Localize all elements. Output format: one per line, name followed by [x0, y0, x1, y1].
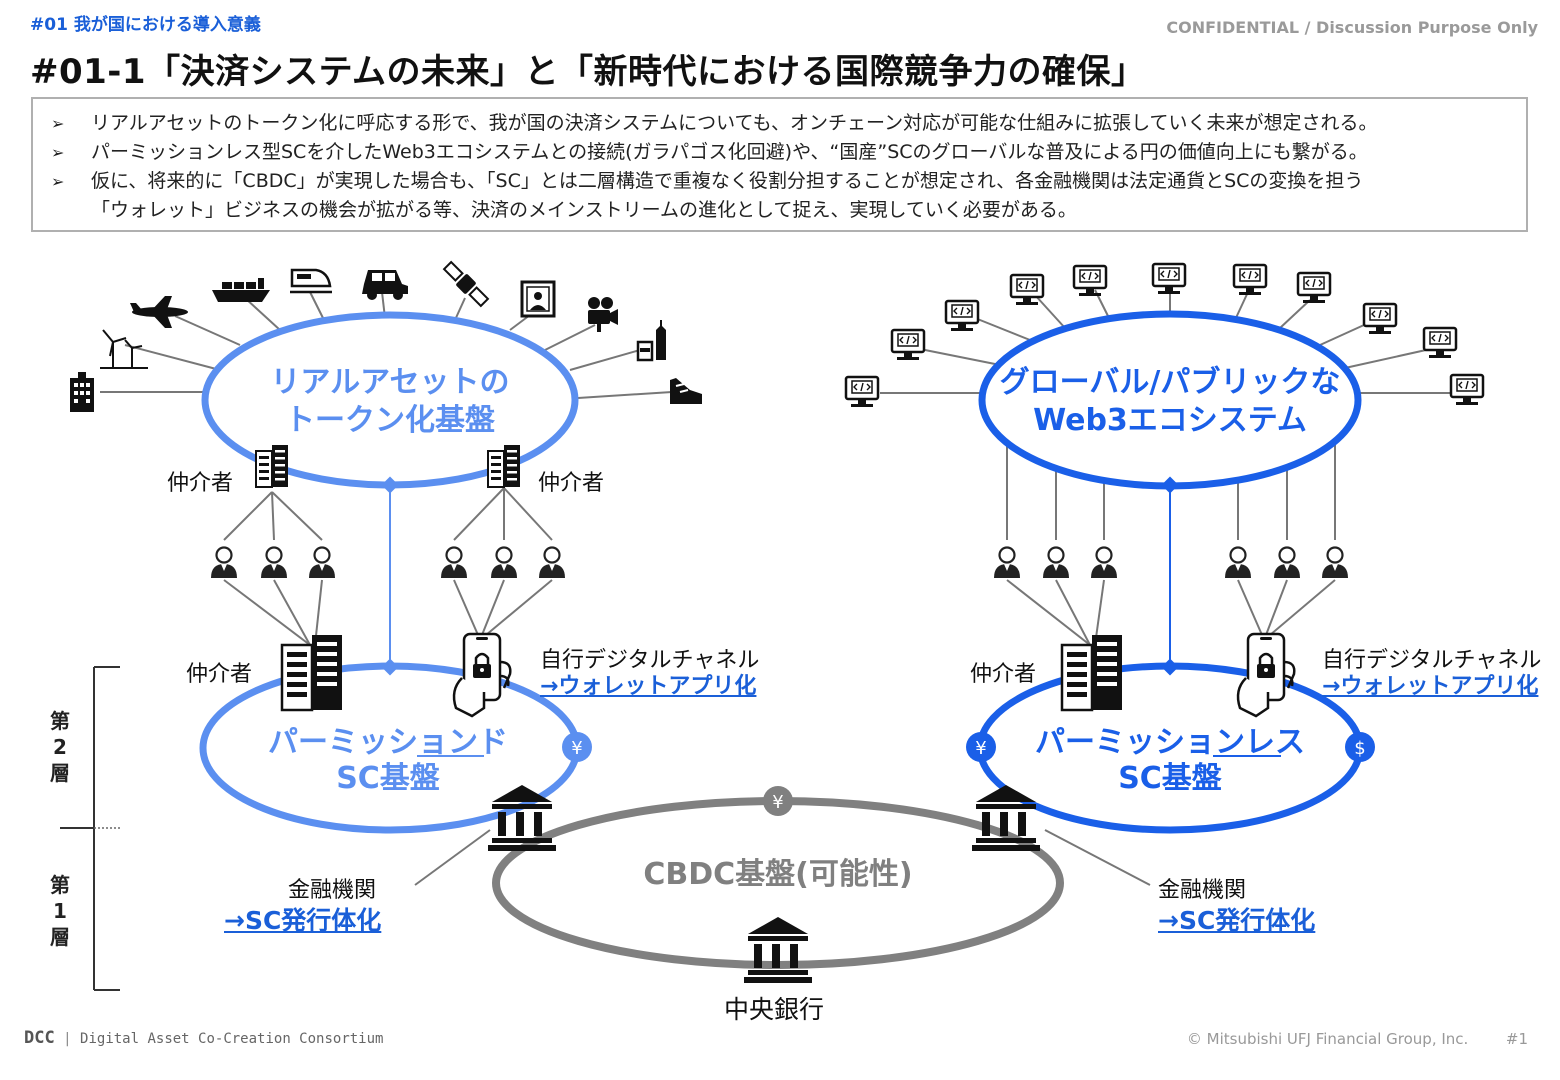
confidential-label: CONFIDENTIAL / Discussion Purpose Only — [1166, 18, 1538, 37]
satellite-icon — [442, 260, 490, 308]
digital-channel-label: 自行デジタルチャネル — [1322, 648, 1542, 673]
summary-bullet-3: ➢ 仮に、将来的に「CBDC」が実現した場合も、「SC」とは二層構造で重複なく役… — [51, 167, 1510, 196]
car-icon — [362, 270, 408, 300]
wallet-app-link: →ウォレットアプリ化 — [540, 674, 757, 699]
computer-code-icon — [944, 299, 980, 333]
computer-code-icon — [890, 328, 926, 362]
office-building-icon — [1060, 633, 1124, 712]
summary-bullet-2: ➢ パーミッションレス型SCを介したWeb3エコシステムとの接続(ガラパゴス化回… — [51, 138, 1510, 167]
web3-ring-label-1: グローバル/パブリックな — [1000, 365, 1341, 400]
permissionless-ring-label-2: SC基盤 — [1118, 761, 1222, 796]
permissioned-ring-label-2: SC基盤 — [336, 761, 440, 796]
web3-ring-label-2: Web3エコシステム — [1033, 403, 1307, 438]
person-icon — [307, 546, 337, 580]
cargo-ship-icon — [212, 278, 270, 302]
page-number: #1 — [1505, 1030, 1528, 1048]
person-icon — [209, 546, 239, 580]
portrait-frame-icon — [520, 280, 556, 318]
summary-bullet-1: ➢ リアルアセットのトークン化に呼応する形で、我が国の決済システムについても、オ… — [51, 109, 1510, 138]
computer-code-icon — [1422, 326, 1458, 360]
person-icon — [1272, 546, 1302, 580]
right-connections — [1006, 440, 1336, 646]
computer-code-icon — [1151, 262, 1187, 296]
copyright: © Mitsubishi UFJ Financial Group, Inc. #… — [1186, 1030, 1528, 1048]
bullet-marker: ➢ — [51, 114, 65, 133]
airplane-icon — [130, 296, 188, 328]
yen-badge: ¥ — [763, 786, 793, 816]
web3-ring — [978, 310, 1362, 490]
wind-turbine-icon — [100, 329, 148, 369]
movie-camera-icon — [588, 297, 618, 332]
intermediary-label: 仲介者 — [538, 471, 605, 496]
consortium-name: Digital Asset Co-Creation Consortium — [80, 1031, 384, 1047]
svg-text:¥: ¥ — [571, 738, 582, 759]
office-tower-icon — [70, 372, 94, 412]
real-asset-ring-label-2: トークン化基盤 — [285, 403, 495, 438]
person-icon — [1320, 546, 1350, 580]
real-asset-ring-label-1: リアルアセットの — [270, 365, 509, 400]
person-icon — [259, 546, 289, 580]
computer-code-icon — [1009, 273, 1045, 307]
central-bank-label: 中央銀行 — [724, 995, 825, 1024]
central-bank-icon — [744, 917, 812, 983]
svg-text:¥: ¥ — [772, 792, 783, 813]
financial-institution-label: 金融機関 — [288, 878, 377, 903]
person-icon — [1041, 546, 1071, 580]
office-building-icon — [255, 444, 289, 488]
permissionless-ring-label-1: パーミッションレス — [1035, 725, 1305, 760]
diamond-connector — [1161, 476, 1179, 494]
footer-logo: DCC | Digital Asset Co-Creation Consorti… — [24, 1028, 384, 1048]
beverages-icon — [636, 320, 666, 362]
svg-text:¥: ¥ — [975, 738, 986, 759]
person-icon — [1223, 546, 1253, 580]
cbdc-ring-label: CBDC基盤(可能性) — [643, 857, 912, 892]
computer-code-icon — [1449, 373, 1485, 407]
office-building-icon — [487, 444, 521, 488]
person-icon — [439, 546, 469, 580]
person-icon — [537, 546, 567, 580]
summary-box: ➢ リアルアセットのトークン化に呼応する形で、我が国の決済システムについても、オ… — [31, 97, 1528, 232]
left-connections — [223, 487, 553, 646]
summary-bullet-3-cont: 「ウォレット」ビジネスの機会が拡がる等、決済のメインストリームの進化として捉え、… — [91, 199, 1077, 221]
page-title: #01-1「決済システムの未来」と「新時代における国際競争力の確保」 — [30, 52, 1146, 92]
computer-code-icon — [1296, 271, 1332, 305]
diamond-connector — [381, 476, 399, 494]
digital-channel-label: 自行デジタルチャネル — [540, 648, 760, 673]
bank-icon — [972, 785, 1040, 851]
real-asset-spokes — [100, 291, 673, 399]
diamond-connector — [381, 658, 399, 676]
sc-issuer-link: →SC発行体化 — [1158, 906, 1316, 935]
dcc-logo: DCC — [24, 1028, 55, 1048]
dollar-badge: $ — [1345, 732, 1375, 762]
diamond-connector — [1161, 658, 1179, 676]
web3-spokes — [880, 288, 1462, 394]
person-icon — [992, 546, 1022, 580]
yen-badge: ¥ — [562, 732, 592, 762]
office-building-icon — [280, 633, 344, 712]
financial-institution-label: 金融機関 — [1158, 878, 1247, 903]
computer-code-icon — [1072, 264, 1108, 298]
intermediary-label: 仲介者 — [186, 662, 253, 687]
computer-code-icon — [1232, 263, 1268, 297]
intermediary-label: 仲介者 — [970, 662, 1037, 687]
sneaker-icon — [670, 378, 702, 404]
person-icon — [489, 546, 519, 580]
computer-code-icon — [844, 375, 880, 409]
svg-text:$: $ — [1354, 738, 1365, 759]
computer-code-icon — [1362, 302, 1398, 336]
section-tag: #01 我が国における導入意義 — [30, 15, 261, 35]
person-icon — [1089, 546, 1119, 580]
bullet-train-icon — [290, 268, 332, 294]
fi-callouts — [414, 829, 1151, 886]
yen-badge: ¥ — [966, 732, 996, 762]
bullet-marker: ➢ — [51, 143, 65, 162]
intermediary-label: 仲介者 — [167, 471, 234, 496]
wallet-app-link: →ウォレットアプリ化 — [1322, 674, 1539, 699]
bullet-marker: ➢ — [51, 172, 65, 191]
sc-issuer-link: →SC発行体化 — [224, 906, 382, 935]
permissioned-ring-label-1: パーミッションド — [268, 725, 508, 760]
